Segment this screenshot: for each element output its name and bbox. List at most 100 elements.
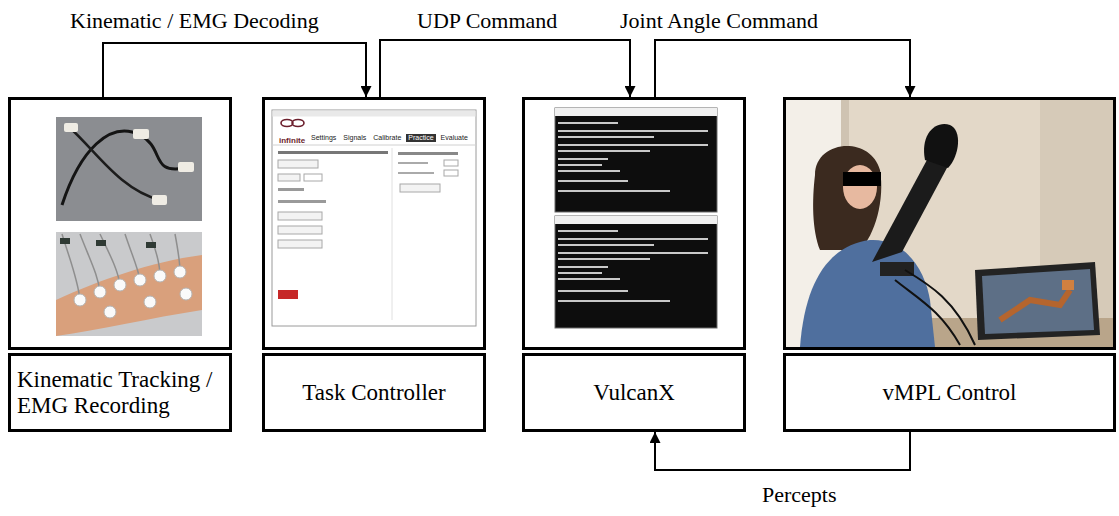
label-holder: infinite xyxy=(279,129,305,147)
diagram-column: VulcanX xyxy=(522,97,746,432)
menu-tab: Practice xyxy=(406,134,435,142)
text-line xyxy=(398,152,458,155)
caption-text: vMPL Control xyxy=(792,380,1107,406)
virtual-arm xyxy=(1000,290,1070,320)
console-line xyxy=(558,300,670,302)
virtual-arm-display xyxy=(982,269,1094,334)
wall xyxy=(786,100,1113,347)
electrode xyxy=(134,274,146,286)
sensor-cable xyxy=(70,128,160,200)
text-line xyxy=(278,188,304,191)
edge-label: Kinematic / EMG Decoding xyxy=(68,8,321,33)
console-line xyxy=(558,190,670,192)
console-line xyxy=(558,290,628,292)
data-glove xyxy=(924,124,958,168)
text-line xyxy=(398,162,428,164)
electrode-wire xyxy=(62,234,180,300)
label-holder: Evaluate xyxy=(439,126,470,144)
sensor-block xyxy=(64,123,78,132)
arm-strap xyxy=(880,262,914,276)
flow-arrow xyxy=(380,40,630,97)
console-line xyxy=(558,266,608,268)
ui-dropdown xyxy=(304,174,322,181)
hair xyxy=(813,146,881,250)
ui-input xyxy=(444,160,458,166)
console-line xyxy=(558,150,650,152)
console-line xyxy=(558,244,654,246)
sensor-block xyxy=(152,195,167,205)
title-bar xyxy=(555,108,717,116)
edge-label: Joint Angle Command xyxy=(618,8,820,33)
caption-text: Kinematic Tracking / EMG Recording xyxy=(17,367,223,419)
electrode xyxy=(74,294,86,306)
edge-label: Percepts xyxy=(760,482,839,507)
glove-cable xyxy=(895,270,975,345)
caption-box: Task Controller xyxy=(262,353,486,432)
electrode xyxy=(104,306,116,318)
label-holder: Settings xyxy=(309,126,338,144)
emg-photo xyxy=(56,232,202,336)
console-line xyxy=(558,130,708,132)
text-line xyxy=(278,151,388,154)
face xyxy=(843,165,877,209)
console-line xyxy=(558,238,708,240)
ui-button xyxy=(278,212,322,220)
console-window xyxy=(555,216,717,328)
logo-text: infinite xyxy=(279,136,305,146)
electrode xyxy=(154,270,166,282)
ui-button xyxy=(278,240,322,248)
console-line xyxy=(558,136,654,138)
menu-tab: Signals xyxy=(341,134,368,142)
label-holder: Calibrate xyxy=(371,126,403,144)
flow-arrow xyxy=(655,40,910,97)
record-button xyxy=(278,290,298,299)
console-line xyxy=(558,252,708,254)
photo-ground xyxy=(56,232,202,336)
label-holder: UDP Command xyxy=(415,8,559,33)
sensor-cable xyxy=(62,131,185,205)
console-line xyxy=(558,122,618,124)
console-windows xyxy=(555,108,717,328)
electrode xyxy=(94,286,106,298)
ui-button xyxy=(278,226,322,234)
ui-button xyxy=(278,174,300,181)
caption-box: VulcanX xyxy=(522,353,746,432)
ui-button xyxy=(278,160,318,168)
virtual-hand xyxy=(1062,280,1074,290)
sensor-block xyxy=(178,162,194,172)
console-line xyxy=(558,272,602,274)
console-line xyxy=(558,278,620,280)
task-controller-screenshot xyxy=(272,110,476,326)
console-line xyxy=(558,230,618,232)
lead-clip xyxy=(146,242,156,248)
label-holder: Percepts xyxy=(760,482,839,507)
diagram-column: Task Controller xyxy=(262,97,486,432)
vmpl-photo xyxy=(786,100,1113,347)
label-holder: Joint Angle Command xyxy=(618,8,820,33)
label-holder: Practice xyxy=(406,126,435,144)
logo-mark xyxy=(292,120,304,127)
menu-tab: Calibrate xyxy=(371,134,403,142)
text-line xyxy=(398,172,434,174)
caption-text: Task Controller xyxy=(271,380,477,406)
window-frame xyxy=(272,110,476,326)
console-line xyxy=(558,158,608,160)
caption-box: Kinematic Tracking / EMG Recording xyxy=(8,353,232,432)
photo-ground xyxy=(56,117,202,221)
console-line xyxy=(558,144,708,146)
label-holder: Kinematic / EMG Decoding xyxy=(68,8,321,33)
console-line xyxy=(558,258,650,260)
menu-tab: Evaluate xyxy=(439,134,470,142)
edge-label: UDP Command xyxy=(415,8,559,33)
console-line xyxy=(558,180,628,182)
flow-arrow xyxy=(103,43,366,97)
forearm xyxy=(56,255,202,336)
diagram-column: Kinematic Tracking / EMG Recording xyxy=(8,97,232,432)
title-bar xyxy=(273,111,476,117)
ui-button xyxy=(400,184,440,192)
image-panel xyxy=(783,97,1116,350)
lead-clip xyxy=(60,238,70,244)
console-line xyxy=(558,164,602,166)
